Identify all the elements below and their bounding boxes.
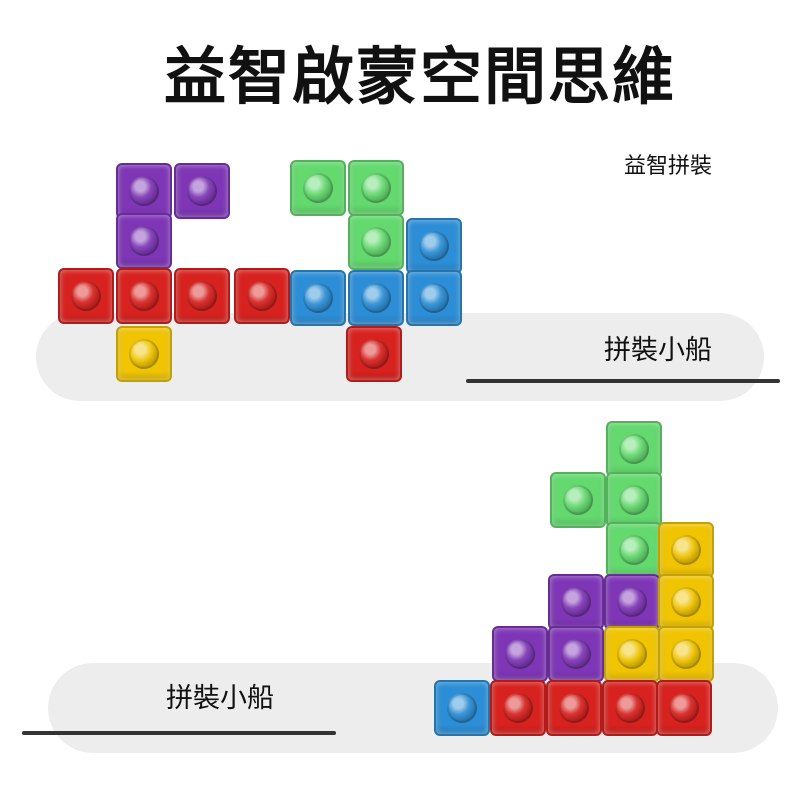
block-green — [606, 421, 662, 477]
block-purple — [548, 626, 604, 682]
block-blue — [406, 270, 462, 326]
block-red — [116, 268, 172, 324]
block-purple — [116, 213, 172, 269]
block-purple — [548, 574, 604, 630]
block-red — [546, 680, 602, 736]
block-yellow — [658, 574, 714, 630]
block-green — [606, 472, 662, 528]
block-red — [174, 268, 230, 324]
block-green — [348, 160, 404, 216]
block-purple — [116, 163, 172, 219]
block-purple — [174, 163, 230, 219]
block-red — [490, 680, 546, 736]
block-blue — [406, 218, 462, 274]
block-purple — [492, 626, 548, 682]
block-blue — [434, 680, 490, 736]
block-yellow — [116, 326, 172, 382]
underline-bottom — [22, 731, 336, 735]
caption-bottom: 拼裝小船 — [166, 683, 274, 714]
subtitle: 益智拼裝 — [624, 154, 713, 179]
caption-top: 拼裝小船 — [604, 335, 712, 366]
block-yellow — [658, 626, 714, 682]
block-red — [346, 326, 402, 382]
block-purple — [604, 574, 660, 630]
block-green — [348, 214, 404, 270]
block-red — [234, 268, 290, 324]
block-green — [290, 160, 346, 216]
block-blue — [348, 270, 404, 326]
block-red — [58, 268, 114, 324]
block-red — [602, 680, 658, 736]
banner-title: 益智啟蒙空間思維 — [164, 40, 677, 113]
block-green — [606, 522, 662, 578]
underline-top — [466, 379, 780, 383]
block-red — [656, 680, 712, 736]
block-green — [550, 472, 606, 528]
block-blue — [290, 270, 346, 326]
block-yellow — [604, 626, 660, 682]
block-yellow — [658, 522, 714, 578]
